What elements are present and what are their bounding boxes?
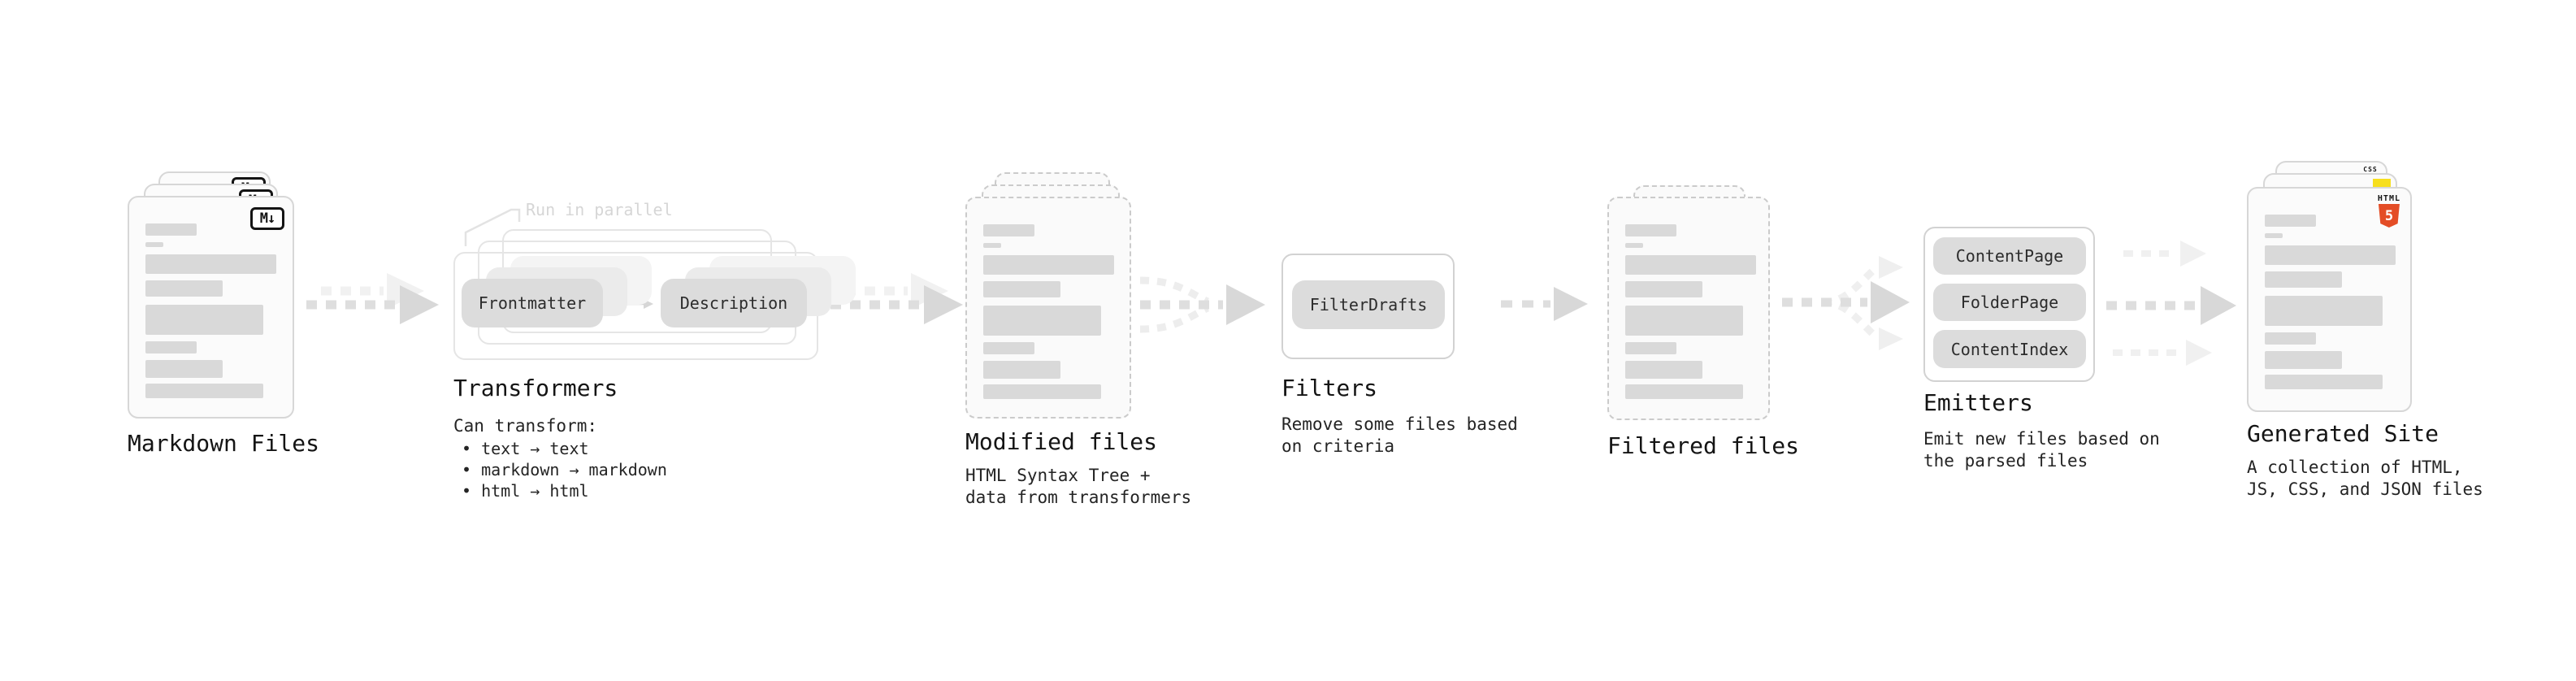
text-line-placeholder [2265,215,2316,227]
text-line-placeholder [1625,255,1756,275]
arrow-filtered-to-emitters [1782,256,1910,350]
modified-file-card-front [965,197,1131,419]
javascript-icon [2373,179,2391,189]
text-line-placeholder [983,342,1034,354]
text-line-placeholder [145,305,263,335]
text-line-placeholder [2265,271,2342,288]
text-line-placeholder [2265,351,2342,369]
text-line-placeholder [983,224,1034,236]
stage-label-modified-files: Modified files [965,428,1158,455]
text-line-placeholder [1625,342,1676,354]
modified-caption-line: HTML Syntax Tree + [965,466,1151,485]
modified-caption-line: data from transformers [965,488,1192,507]
text-line-placeholder [145,254,276,274]
text-line-placeholder [1625,306,1743,336]
arrow-modified-to-filters [1139,276,1265,333]
text-line-placeholder [983,384,1101,399]
arrow-filters-to-filtered [1501,287,1588,321]
text-line-placeholder [2265,332,2316,345]
transformers-bullet: • html → html [462,481,589,501]
stage-label-transformers: Transformers [453,375,618,401]
transformers-bullet: • text → text [462,439,589,458]
emitters-caption-line: the parsed files [1923,451,2088,471]
contentpage-pill: ContentPage [1933,237,2086,275]
filtered-file-card-front [1607,197,1770,420]
stage-label-generated-site: Generated Site [2247,420,2439,447]
text-line-placeholder [983,255,1114,275]
site-caption-line: JS, CSS, and JSON files [2247,479,2483,499]
arrow-markdown-to-transformers [306,273,439,324]
emitters-caption-line: Emit new files based on [1923,429,2160,449]
contentindex-pill: ContentIndex [1933,330,2086,368]
filters-caption-line: Remove some files based [1281,414,1518,434]
text-line-placeholder [1625,384,1743,399]
transformers-bullet: • markdown → markdown [462,460,667,479]
text-line-placeholder [2265,296,2383,326]
text-line-placeholder [1625,224,1676,236]
site-caption-line: A collection of HTML, [2247,458,2463,477]
html5-icon: HTML 5 [2378,194,2400,228]
text-line-placeholder [983,306,1101,336]
stage-label-markdown-files: Markdown Files [128,430,320,457]
arrow-emitters-to-site [2106,241,2236,366]
stage-label-emitters: Emitters [1923,389,2033,416]
filters-caption-line: on criteria [1281,436,1395,456]
filterdrafts-pill: FilterDrafts [1292,280,1445,329]
description-transformer-pill: Description [661,279,807,327]
site-file-card-front: HTML 5 [2247,187,2412,412]
text-line-placeholder [145,242,163,247]
text-line-placeholder [983,243,1001,248]
stage-label-filters: Filters [1281,375,1378,401]
text-line-placeholder [2265,375,2383,389]
transformers-caption-title: Can transform: [453,416,598,436]
markdown-icon: M↓ [250,207,284,230]
markdown-file-card-front: M↓ [128,196,294,419]
text-line-placeholder [2265,245,2396,265]
text-line-placeholder [1625,281,1702,297]
frontmatter-transformer-pill: Frontmatter [462,279,603,327]
text-line-placeholder [983,361,1060,379]
text-line-placeholder [145,384,263,398]
text-line-placeholder [2265,233,2283,238]
run-in-parallel-note: Run in parallel [526,200,673,219]
text-line-placeholder [1625,243,1643,248]
text-line-placeholder [145,360,223,378]
text-line-placeholder [145,341,197,354]
text-line-placeholder [145,280,223,297]
folderpage-pill: FolderPage [1933,284,2086,321]
text-line-placeholder [983,281,1060,297]
text-line-placeholder [145,223,197,236]
stage-label-filtered-files: Filtered files [1607,432,1800,459]
text-line-placeholder [1625,361,1702,379]
